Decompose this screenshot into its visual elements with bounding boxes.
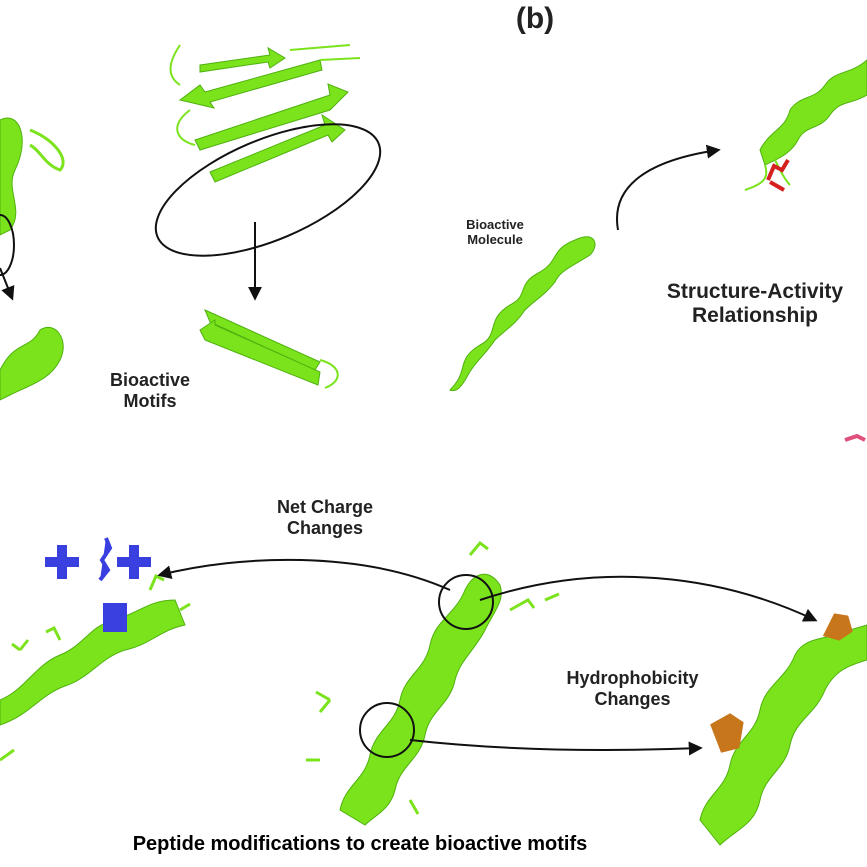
highlight-circle-charge	[438, 574, 494, 630]
arrow-to-hydrophobicity-bottom	[409, 739, 703, 756]
label-line: Bioactive	[109, 370, 191, 390]
arrow-to-motif	[0, 267, 15, 301]
acidic-residue	[766, 158, 790, 192]
hydrophobic-residue-bottom	[710, 713, 744, 753]
label-line: Bioactive	[466, 217, 524, 232]
beta-sheet-structure	[169, 44, 361, 183]
label-line: Motifs	[123, 390, 177, 411]
protein-structure-topleft	[0, 117, 65, 236]
label-line: Changes	[286, 517, 364, 538]
sar-helix	[744, 59, 867, 191]
highlight-ellipse-left	[0, 214, 15, 276]
figure-caption: Peptide modifications to create bioactiv…	[132, 833, 588, 855]
label-line: Hydrophobicity	[566, 668, 699, 688]
bioactive-molecule-helix	[449, 236, 596, 392]
arrow-to-sar	[615, 144, 721, 231]
label-line: Changes	[594, 688, 671, 709]
highlight-ellipse-sheet	[154, 123, 382, 257]
label-line: Net Charge	[276, 497, 374, 517]
label-line: Relationship	[691, 304, 818, 328]
arrow-to-charge	[157, 558, 451, 591]
hydrophobic-residue-top	[822, 613, 853, 641]
central-peptide-helix	[306, 540, 560, 826]
charged-residue	[98, 537, 127, 632]
modified-helix-charge	[0, 573, 191, 762]
beta-hairpin-motif	[199, 309, 339, 389]
acidic-residue-partial	[844, 433, 866, 442]
panel-label: (b)	[515, 2, 555, 35]
plus-charge-icon	[117, 545, 151, 579]
highlight-circle-hydrophobic	[359, 702, 415, 758]
label-line: Molecule	[467, 231, 523, 247]
label-line: Structure-Activity	[666, 280, 844, 303]
bioactive-motif-helix-small	[0, 326, 64, 401]
arrow-to-hydrophobicity-top	[479, 575, 818, 622]
plus-charge-icon	[45, 545, 79, 579]
